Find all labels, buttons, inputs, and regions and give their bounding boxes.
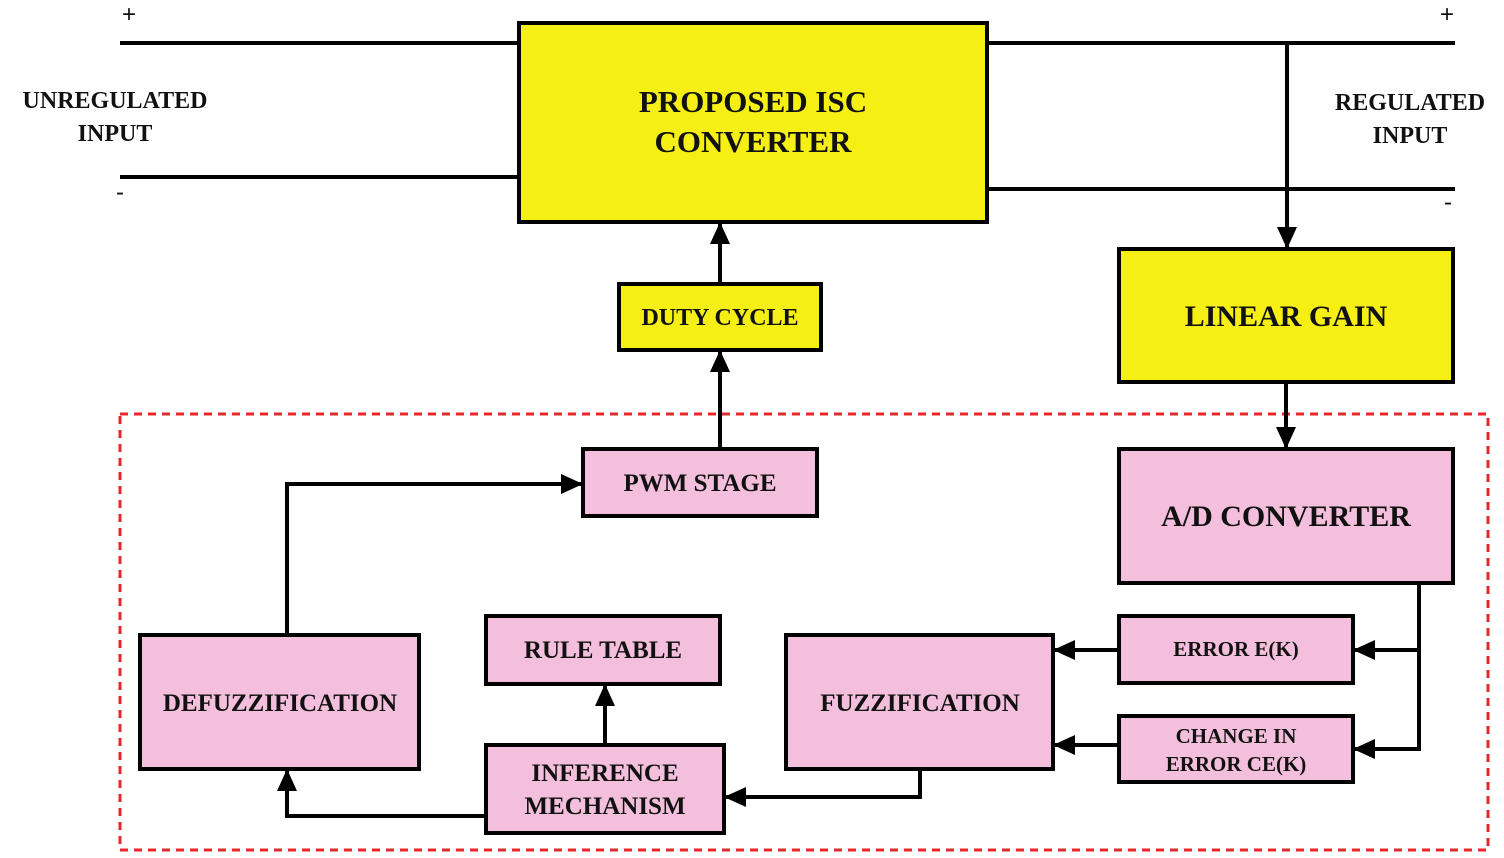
inference-label-line2: MECHANISM [524,793,685,820]
change-in-error-label-line1: CHANGE IN [1176,724,1297,748]
input-minus-sign: - [116,179,124,206]
regulated-input-label-line1: REGULATED [1335,90,1485,116]
fuzzy-controller-region [118,412,1490,852]
defuzzification-label: DEFUZZIFICATION [163,690,397,717]
error-label: ERROR E(K) [1173,637,1298,661]
unregulated-input-label-line1: UNREGULATED [23,88,208,114]
fuzzification-block [784,633,1055,771]
pwm-stage-block [581,447,819,518]
output-minus-sign: - [1444,189,1452,216]
linear-gain-block [1117,247,1455,384]
converter-label-line2: CONVERTER [655,124,853,159]
fuzzification-label: FUZZIFICATION [820,690,1020,717]
inference-label-line1: INFERENCE [531,760,678,787]
pwm-stage-label: PWM STAGE [623,470,776,497]
input-plus-sign: + [122,1,136,28]
ad-to-error-arrow [1353,583,1421,660]
ad-to-change-in-error-arrow [1353,650,1421,759]
output-plus-sign: + [1440,1,1454,28]
duty-cycle-label: DUTY CYCLE [641,305,798,331]
converter-label-line1: PROPOSED ISC [639,84,867,119]
converter-block [517,21,989,224]
inference-mechanism-block [484,743,726,835]
inference-to-defuzzification-arrow [277,769,486,818]
regulated-input-label-line2: INPUT [1373,123,1448,149]
fuzzification-to-inference-arrow [724,769,922,807]
defuzzification-to-pwm-arrow [285,474,583,635]
ad-converter-block [1117,447,1455,585]
rule-table-label: RULE TABLE [524,637,682,664]
change-in-error-label-line2: ERROR CE(K) [1166,752,1307,776]
unregulated-input-label-line2: INPUT [78,121,153,147]
error-block [1117,614,1355,685]
ad-converter-label: A/D CONVERTER [1161,500,1411,533]
power-lines [120,41,1455,191]
linear-gain-label: LINEAR GAIN [1185,300,1388,333]
